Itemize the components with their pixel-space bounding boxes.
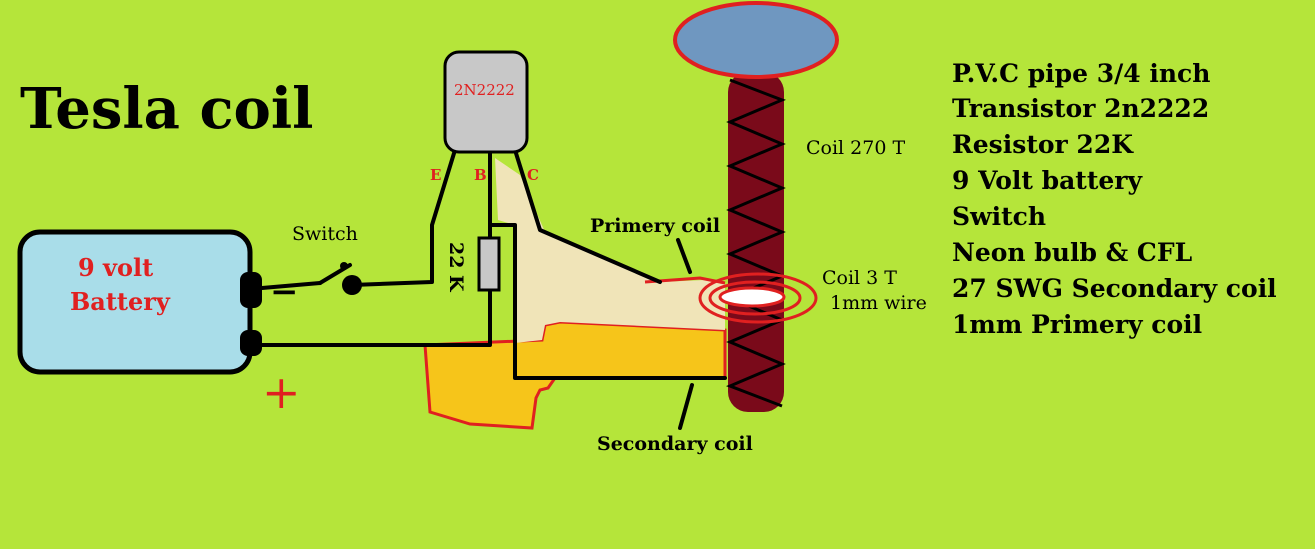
parts-item: Transistor 2n2222 <box>952 94 1209 123</box>
parts-item: 27 SWG Secondary coil <box>952 274 1277 303</box>
switch-label: Switch <box>292 223 358 245</box>
battery-positive-terminal <box>240 330 262 356</box>
wire-collector-to-primary <box>513 148 662 284</box>
coil-270-label: Coil 270 T <box>806 137 905 159</box>
coil-3t-label-line1: Coil 3 T <box>822 267 897 289</box>
parts-item: P.V.C pipe 3/4 inch <box>952 59 1210 88</box>
coil-3t-label-line2: 1mm wire <box>830 292 927 314</box>
secondary-coil-label: Secondary coil <box>597 433 753 455</box>
parts-item: 9 Volt battery <box>952 166 1143 195</box>
battery-label-line2: Battery <box>70 287 171 316</box>
parts-item: 1mm Primery coil <box>952 310 1202 339</box>
wire-resistor-to-battery <box>260 288 492 347</box>
primary-loop-middle <box>708 280 802 316</box>
parts-item: Resistor 22K <box>952 130 1134 159</box>
battery-minus-sign: − <box>270 272 299 312</box>
resistor: 22 K <box>445 236 501 293</box>
secondary-coil-pointer <box>678 383 694 430</box>
parts-item: Neon bulb & CFL <box>952 238 1193 267</box>
primary-coil-loops <box>698 272 818 324</box>
circuit-wires <box>260 148 727 430</box>
resistor-body <box>477 236 501 292</box>
resistor-label: 22 K <box>445 242 467 293</box>
battery-negative-terminal <box>240 272 262 308</box>
transistor-body <box>443 50 529 154</box>
primary-loop-inner <box>718 286 786 308</box>
secondary-coil-tube <box>725 72 787 412</box>
diagram-title: Tesla coil <box>20 76 313 142</box>
switch-contact <box>342 275 362 295</box>
transistor-name: 2N2222 <box>454 81 515 99</box>
battery-plus-sign: + <box>262 365 301 419</box>
switch-pivot <box>340 262 348 270</box>
transistor: 2N2222 E B C <box>430 50 539 184</box>
primary-coil-band <box>495 158 725 343</box>
coil-windings <box>725 78 787 408</box>
primary-coil-label: Primery coil <box>590 215 720 237</box>
parts-item: Switch <box>952 202 1046 231</box>
primary-coil-pointer <box>676 238 692 274</box>
pin-e-label: E <box>430 166 441 184</box>
battery-label-line1: 9 volt <box>78 253 153 282</box>
pin-b-label: B <box>474 166 487 184</box>
wire-secondary-feed <box>490 223 727 380</box>
parts-list: P.V.C pipe 3/4 inch Transistor 2n2222 Re… <box>952 59 1277 339</box>
top-load <box>673 1 839 79</box>
primary-loop-outer <box>698 272 818 324</box>
wire-switch-to-emitter <box>350 148 457 287</box>
pin-c-label: C <box>527 166 539 184</box>
wire-battery-to-switch <box>260 281 322 290</box>
battery: 9 volt Battery − + <box>17 229 301 419</box>
